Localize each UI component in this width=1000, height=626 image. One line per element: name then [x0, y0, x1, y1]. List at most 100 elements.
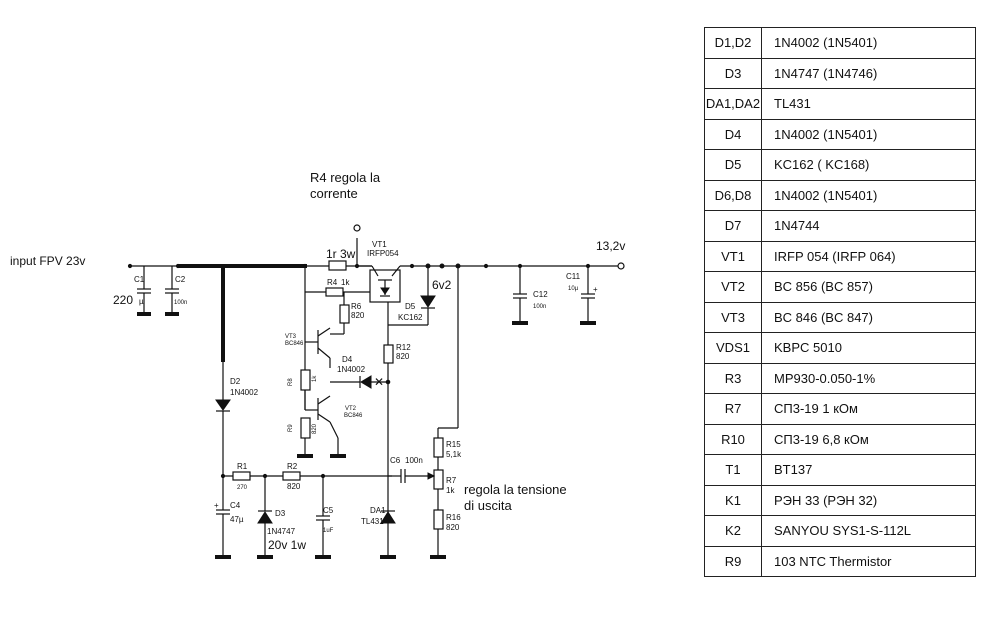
d2-name: D2: [230, 377, 241, 386]
r16-value: 820: [446, 523, 460, 532]
voltage-note-line2: di uscita: [464, 498, 512, 513]
output-terminal: [617, 262, 625, 270]
output-voltage-label: 13,2v: [596, 239, 625, 253]
r2-name: R2: [287, 462, 298, 471]
transistor-vt2: [305, 395, 346, 458]
r6-name: R6: [351, 302, 362, 311]
part-reference: R7: [704, 393, 762, 425]
part-value: 103 NTC Thermistor: [761, 545, 976, 577]
shunt-resistor: [328, 260, 347, 271]
r8-name: R8: [288, 378, 294, 386]
part-value: 1N4744: [761, 210, 976, 242]
shunt-label: 1r 3w: [326, 247, 356, 261]
current-test-point: [353, 224, 361, 232]
c6-name: C6: [390, 456, 401, 465]
resistor-r2: [282, 471, 301, 481]
part-reference: D3: [704, 57, 762, 89]
c5-name: C5: [323, 506, 334, 515]
part-value: TL431: [761, 88, 976, 120]
da1-value: TL431: [361, 517, 384, 526]
r12-name: R12: [396, 343, 411, 352]
da1-name: DA1: [370, 506, 386, 515]
r12-value: 820: [396, 352, 410, 361]
part-value: BT137: [761, 454, 976, 486]
zener-voltage-label: 6v2: [432, 278, 452, 292]
part-reference: R9: [704, 545, 762, 577]
r9-value: 820: [312, 423, 318, 434]
c4-name: C4: [230, 501, 241, 510]
cross-mark: ✕: [374, 375, 384, 389]
resistor-r4: [325, 287, 344, 297]
zener-d5: [420, 295, 436, 309]
input-label: input FPV 23v: [10, 254, 85, 268]
vt3-value: BC846: [285, 341, 304, 347]
part-value: 1N4002 (1N5401): [761, 179, 976, 211]
d3-name: D3: [275, 509, 286, 518]
part-value: BC 846 (BC 847): [761, 301, 976, 333]
c2-name: C2: [175, 275, 186, 284]
part-reference: VDS1: [704, 332, 762, 364]
diode-d2: [215, 399, 231, 412]
c12-name: C12: [533, 290, 548, 299]
resistor-r6: [339, 304, 350, 324]
vt1-name: VT1: [372, 240, 387, 249]
part-value: 1N4002 (1N5401): [761, 27, 976, 59]
part-value: 1N4002 (1N5401): [761, 118, 976, 150]
mosfet-vt1: [369, 265, 401, 303]
r15-value: 5,1k: [446, 450, 462, 459]
c12-value: 100n: [533, 304, 546, 310]
resistor-r15: [433, 437, 444, 458]
svg-text:+: +: [593, 285, 598, 294]
d5-value: KC162: [398, 313, 423, 322]
capacitor-c1: [137, 266, 151, 316]
zener-d3-rating: 20v 1w: [268, 538, 306, 552]
part-reference: DA1,DA2: [704, 88, 762, 120]
part-reference: VT1: [704, 240, 762, 272]
r15-name: R15: [446, 440, 461, 449]
part-reference: K2: [704, 515, 762, 547]
zener-d3: [257, 510, 273, 524]
part-reference: D5: [704, 149, 762, 181]
d4-name: D4: [342, 355, 353, 364]
c6-value: 100n: [405, 456, 423, 465]
r2-value: 820: [287, 482, 301, 491]
resistor-r16: [433, 509, 444, 530]
part-value: РЭН 33 (РЭН 32): [761, 484, 976, 516]
part-value: СП3-19 6,8 кОм: [761, 423, 976, 455]
circuit-schematic: input FPV 23v 13,2v C1 µ 220 C2 100n 1r …: [10, 170, 625, 559]
vt2-name: VT2: [345, 406, 357, 412]
part-reference: VT3: [704, 301, 762, 333]
r1-value: 270: [237, 485, 248, 491]
part-value: BC 856 (BC 857): [761, 271, 976, 303]
part-reference: VT2: [704, 271, 762, 303]
r4-name: R4: [327, 278, 338, 287]
current-note-line2: corrente: [310, 186, 358, 201]
r1-name: R1: [237, 462, 248, 471]
diode-d4: [359, 375, 372, 389]
c2-value: 100n: [174, 300, 187, 306]
part-reference: D4: [704, 118, 762, 150]
part-value: 1N4747 (1N4746): [761, 57, 976, 89]
r7-value: 1k: [446, 486, 455, 495]
capacitor-c2: [165, 266, 179, 316]
c1-name: C1: [134, 275, 145, 284]
r9-name: R9: [288, 424, 294, 432]
current-note-line1: R4 regola la: [310, 170, 381, 185]
vt1-value: IRFP054: [367, 249, 399, 258]
resistor-r1: [232, 471, 251, 481]
resistor-r8: [300, 369, 311, 391]
part-value: KC162 ( KC168): [761, 149, 976, 181]
part-value: MP930-0.050-1%: [761, 362, 976, 394]
